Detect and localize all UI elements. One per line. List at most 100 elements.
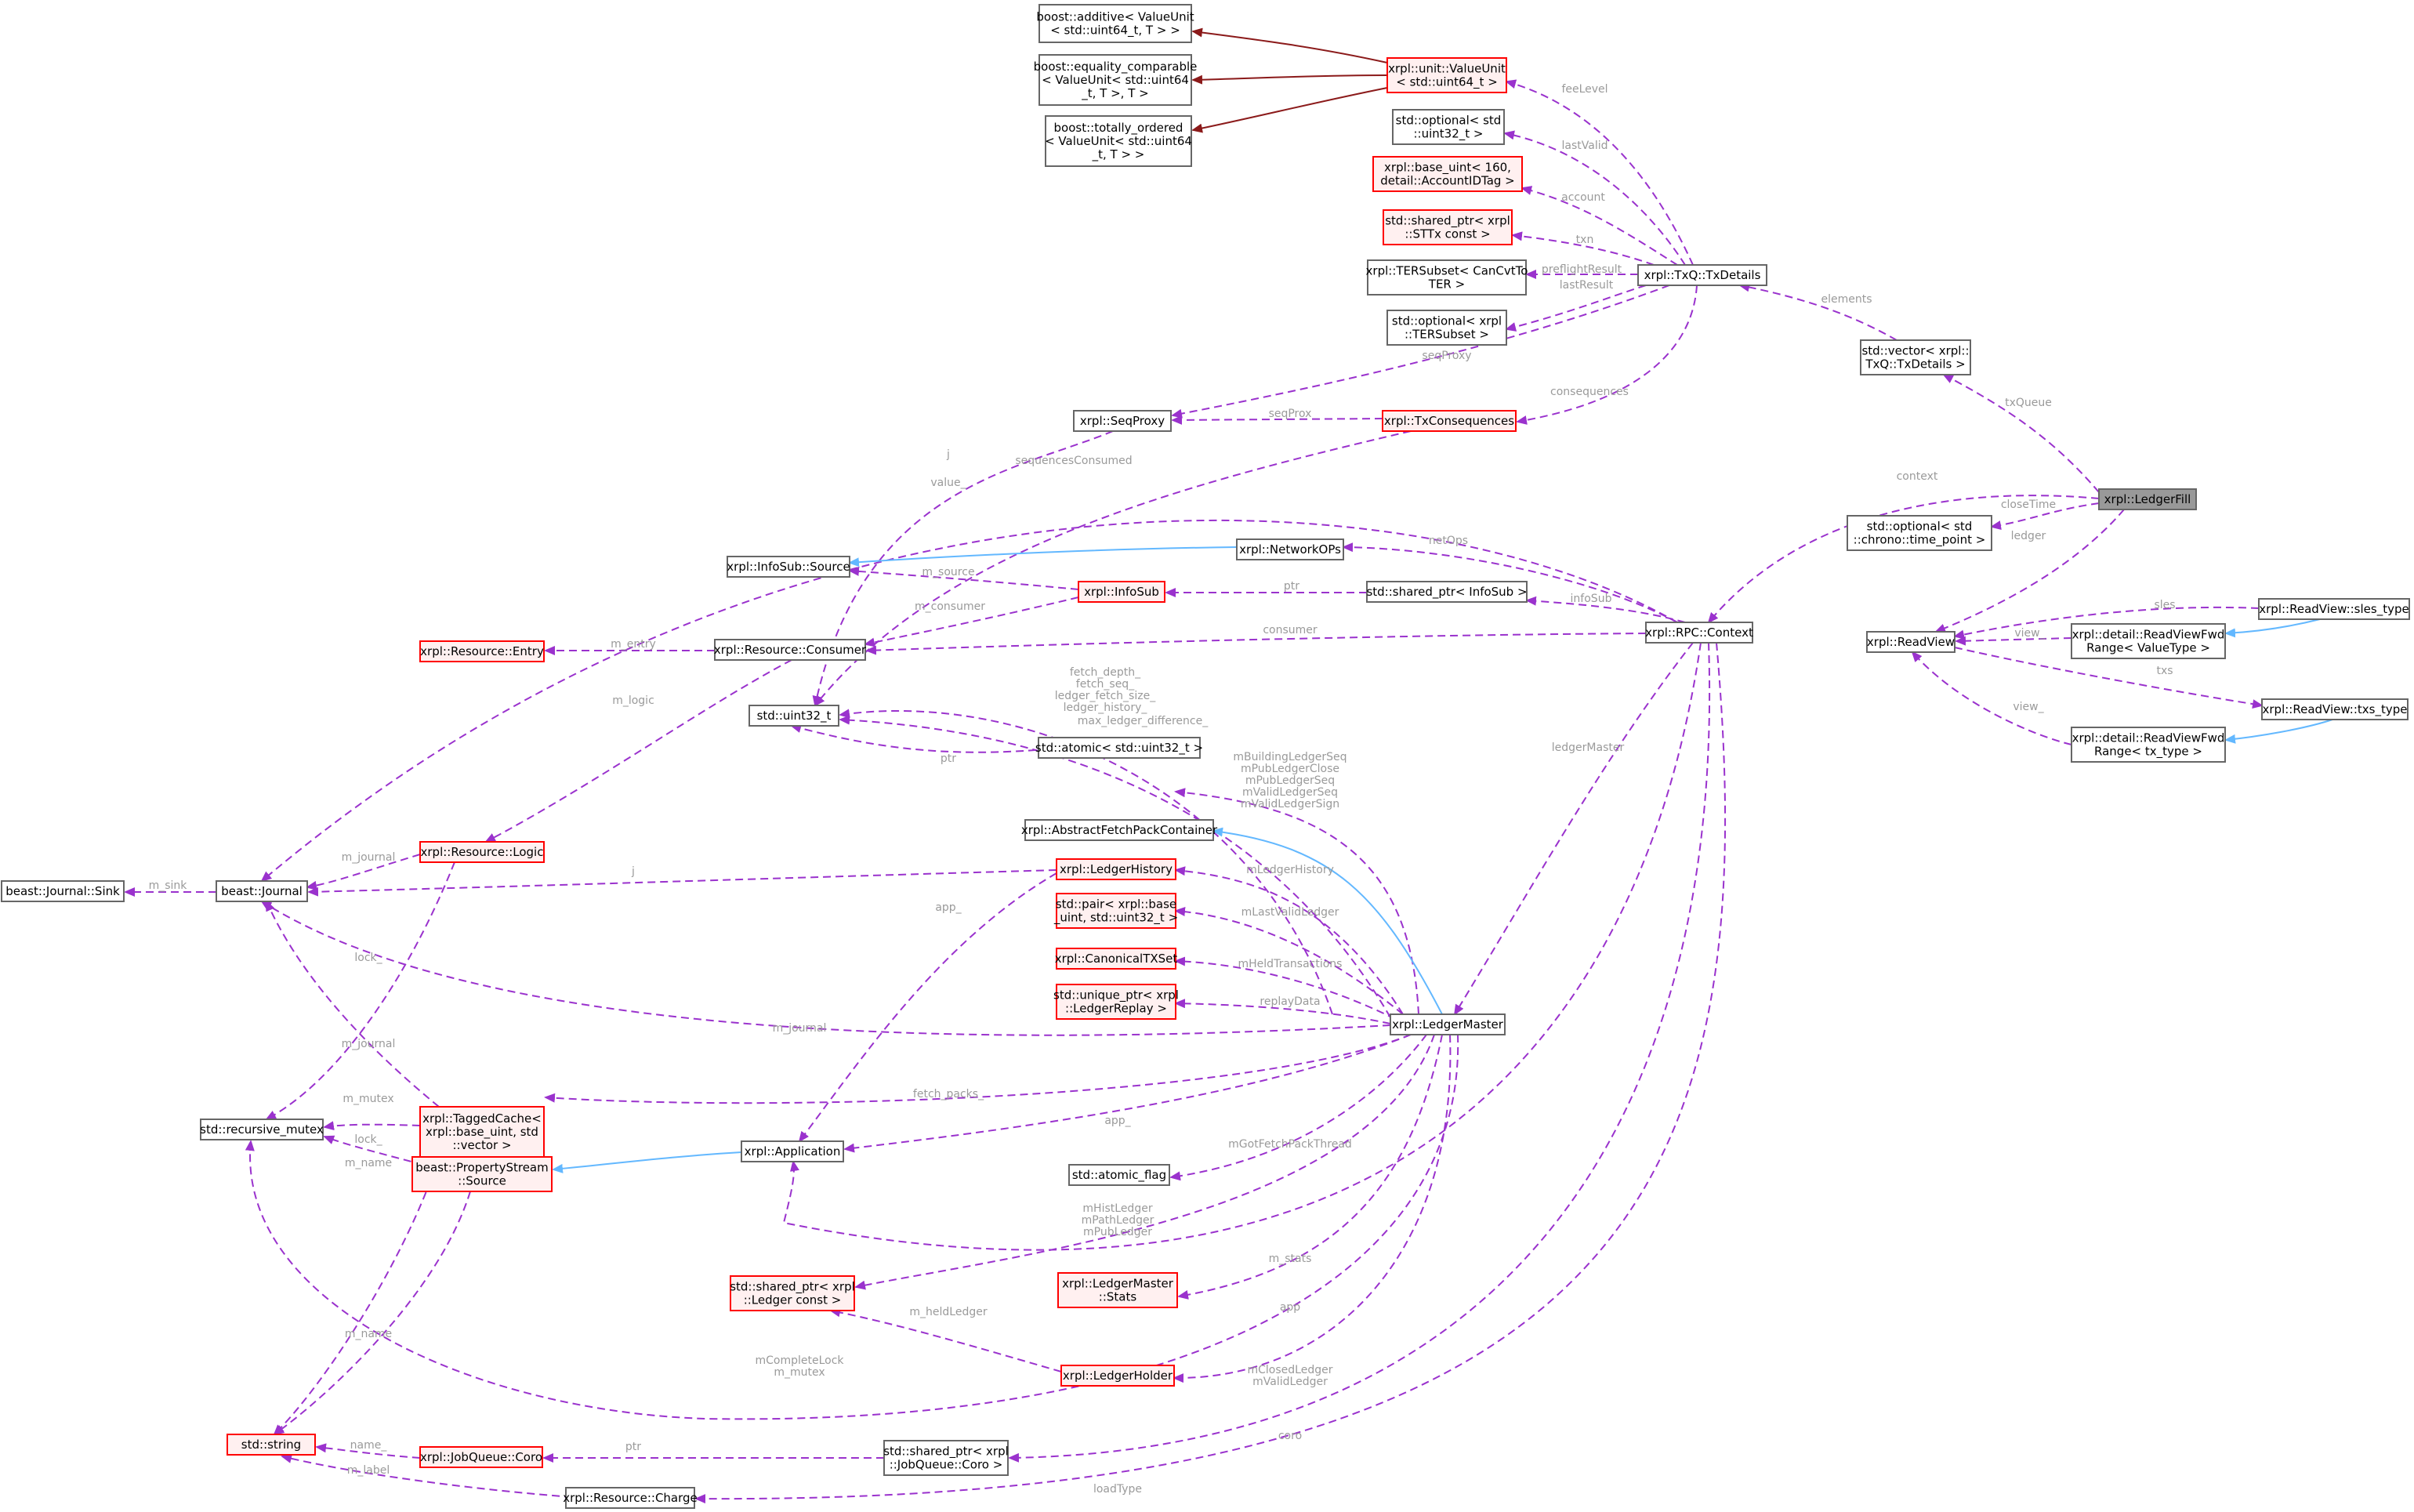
edge-label-txs: txs: [2156, 665, 2173, 677]
node-label: boost::additive< ValueUnit: [1036, 10, 1194, 24]
node-res-logic[interactable]: xrpl::Resource::Logic: [419, 841, 545, 863]
node-opt-uint32[interactable]: std::optional< std::uint32_t >: [1392, 109, 1505, 145]
node-label: ::JobQueue::Coro >: [890, 1458, 1003, 1472]
node-totally[interactable]: boost::totally_ordered< ValueUnit< std::…: [1045, 115, 1192, 167]
node-sp-coro[interactable]: std::shared_ptr< xrpl::JobQueue::Coro >: [883, 1440, 1009, 1476]
node-ledgerholder[interactable]: xrpl::LedgerHolder: [1060, 1365, 1175, 1387]
edge-label-preflight: preflightResult: [1542, 263, 1622, 276]
node-sles-type[interactable]: xrpl::ReadView::sles_type: [2258, 598, 2410, 620]
edge-replayData: [1174, 999, 1391, 1024]
node-atomic-flag[interactable]: std::atomic_flag: [1068, 1164, 1170, 1186]
edge-label-lastResult: lastResult: [1560, 279, 1614, 292]
edge-label-context: context: [1897, 470, 1938, 483]
edge-account: [1521, 186, 1678, 266]
edge-label-mLedgerHistory: mLedgerHistory: [1246, 864, 1334, 876]
node-txdetails[interactable]: xrpl::TxQ::TxDetails: [1637, 264, 1767, 286]
node-label: ::STTx const >: [1405, 227, 1490, 241]
edge-mLastValid: [1174, 906, 1404, 1015]
node-label: xrpl::LedgerFill: [2104, 492, 2191, 506]
node-txconsequences[interactable]: xrpl::TxConsequences: [1382, 410, 1517, 432]
node-infosub[interactable]: xrpl::InfoSub: [1078, 581, 1165, 603]
node-taggedcache[interactable]: xrpl::TaggedCache<xrpl::base_uint, std::…: [419, 1106, 545, 1158]
node-label: std::recursive_mutex: [200, 1122, 324, 1137]
node-uint32[interactable]: std::uint32_t: [748, 705, 839, 727]
node-label: ::TERSubset >: [1405, 328, 1489, 342]
node-sp-ledger[interactable]: std::shared_ptr< xrpl::Ledger const >: [730, 1275, 855, 1311]
node-infosub-source[interactable]: xrpl::InfoSub::Source: [727, 556, 850, 578]
node-string[interactable]: std::string: [227, 1434, 316, 1456]
node-label: ::chrono::time_point >: [1854, 533, 1986, 548]
node-label: std::shared_ptr< xrpl: [1385, 214, 1510, 229]
node-jq-coro[interactable]: xrpl::JobQueue::Coro: [419, 1446, 543, 1468]
node-res-entry[interactable]: xrpl::Resource::Entry: [419, 640, 545, 662]
node-res-consumer[interactable]: xrpl::Resource::Consumer: [714, 639, 867, 661]
node-label: Range< tx_type >: [2094, 745, 2202, 760]
node-seqproxy[interactable]: xrpl::SeqProxy: [1073, 410, 1172, 432]
node-ledgerhistory[interactable]: xrpl::LedgerHistory: [1056, 858, 1176, 880]
edge-seqConsumed: [814, 430, 1412, 707]
edge-ptr_atomic: [790, 723, 1062, 753]
edge-label-value: value_: [930, 477, 966, 489]
node-res-charge[interactable]: xrpl::Resource::Charge: [563, 1487, 698, 1509]
edge-label-name_coro: name_: [350, 1439, 388, 1452]
node-up-replay[interactable]: std::unique_ptr< xrpl::LedgerReplay >: [1053, 984, 1179, 1020]
node-valueunit[interactable]: xrpl::unit::ValueUnit< std::uint64_t >: [1386, 57, 1507, 93]
node-pair-base[interactable]: std::pair< xrpl::base_uint, std::uint32_…: [1053, 893, 1178, 929]
node-propstream[interactable]: beast::PropertyStream::Source: [411, 1156, 553, 1192]
edge-closeTime: [1990, 502, 2100, 530]
node-opt-timepoint[interactable]: std::optional< std::chrono::time_point >: [1847, 515, 1992, 551]
node-sp-infosub[interactable]: std::shared_ptr< InfoSub >: [1366, 581, 1528, 603]
edge-label-loadType: loadType: [1093, 1483, 1142, 1496]
edge-consequences: [1516, 285, 1698, 425]
node-journal[interactable]: beast::Journal: [216, 880, 308, 902]
node-journal-sink[interactable]: beast::Journal::Sink: [1, 880, 125, 902]
edge-label-m_name_tc: m_name: [345, 1157, 392, 1169]
edge-label-consequences: consequences: [1550, 386, 1629, 398]
edge-txn: [1511, 231, 1655, 266]
node-sttx[interactable]: std::shared_ptr< xrpl::STTx const >: [1383, 209, 1513, 245]
node-label: _uint, std::uint32_t >: [1053, 911, 1178, 926]
node-label: xrpl::Resource::Logic: [421, 845, 544, 859]
edge-mLedgerHistory: [1174, 866, 1404, 1015]
node-application[interactable]: xrpl::Application: [741, 1140, 844, 1162]
node-canonicaltx[interactable]: xrpl::CanonicalTXSet: [1055, 948, 1178, 970]
edge-sles: [1953, 606, 2260, 640]
edge-label-replayData: replayData: [1260, 995, 1320, 1008]
edge-seqProxy: [1171, 285, 1670, 419]
node-additive[interactable]: boost::additive< ValueUnit< std::uint64_…: [1036, 4, 1194, 43]
node-ledgerfill[interactable]: xrpl::LedgerFill: [2098, 488, 2197, 510]
node-opt-tersubset[interactable]: std::optional< xrpl::TERSubset >: [1386, 310, 1507, 346]
edge-label-m_logic: m_logic: [612, 694, 654, 707]
edge-mHist: [854, 1034, 1435, 1290]
edge-m_consumer: [864, 596, 1079, 647]
node-txs-type[interactable]: xrpl::ReadView::txs_type: [2261, 698, 2409, 720]
edge-label-fetch_depth: fetch_depth_fetch_seq_ledger_fetch_size_…: [1055, 666, 1156, 714]
node-lm-stats[interactable]: xrpl::LedgerMaster::Stats: [1057, 1272, 1178, 1308]
node-label: std::string: [241, 1438, 301, 1452]
node-networkops[interactable]: xrpl::NetworkOPs: [1236, 538, 1344, 560]
edge-m_logic: [484, 659, 792, 843]
node-label: xrpl::ReadView::sles_type: [2259, 602, 2409, 617]
node-base-uint[interactable]: xrpl::base_uint< 160,detail::AccountIDTa…: [1372, 156, 1523, 192]
node-rpc-context[interactable]: xrpl::RPC::Context: [1645, 622, 1753, 644]
node-recursive-mutex[interactable]: std::recursive_mutex: [200, 1119, 324, 1140]
node-atomic-uint32[interactable]: std::atomic< std::uint32_t >: [1035, 737, 1203, 759]
node-label: xrpl::InfoSub::Source: [727, 560, 850, 574]
edge-pub-inheritance-34: [2224, 719, 2333, 744]
node-vec-txdetails[interactable]: std::vector< xrpl::TxQ::TxDetails >: [1860, 339, 1971, 375]
node-label: xrpl::InfoSub: [1084, 585, 1159, 599]
edge-label-m_name_ps: m_name: [345, 1328, 392, 1340]
node-readview[interactable]: xrpl::ReadView: [1866, 631, 1955, 653]
node-ledgermaster[interactable]: xrpl::LedgerMaster: [1390, 1013, 1506, 1035]
node-fetchpack[interactable]: xrpl::AbstractFetchPackContainer: [1021, 819, 1218, 841]
node-equality[interactable]: boost::equality_comparable< ValueUnit< s…: [1034, 54, 1198, 106]
edge-label-ptr_atomic: ptr: [941, 752, 956, 765]
edge-j_hist: [307, 869, 1057, 897]
edge-lastResult: [1505, 285, 1647, 332]
node-label: std::atomic_flag: [1072, 1168, 1166, 1183]
edge-label-ptr_infosub: ptr: [1284, 580, 1299, 593]
